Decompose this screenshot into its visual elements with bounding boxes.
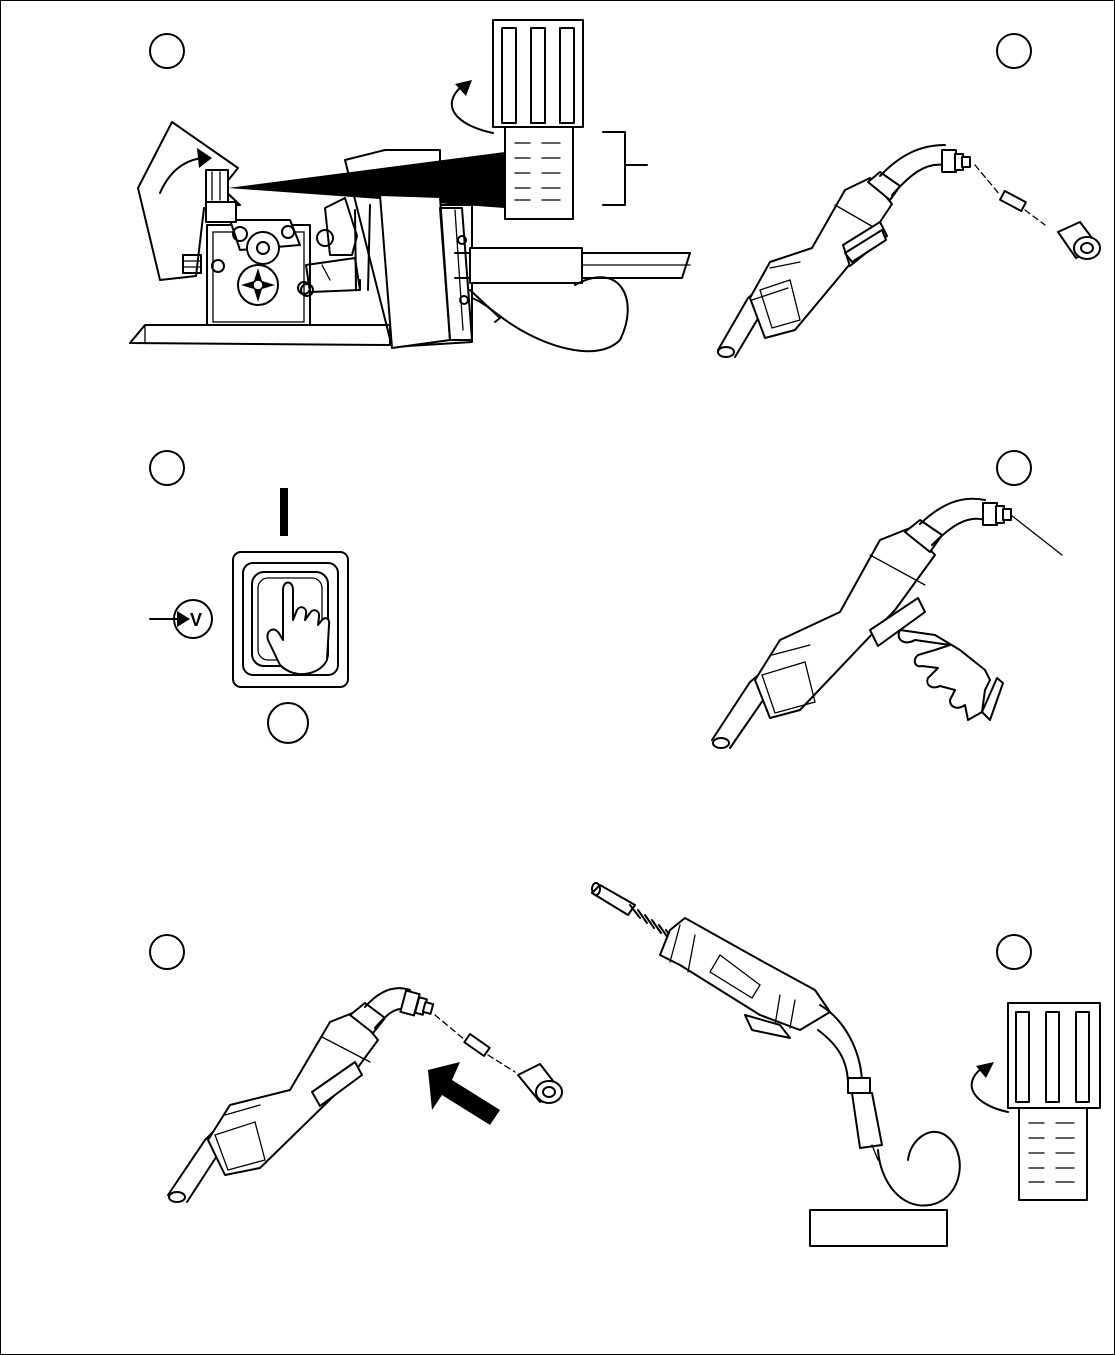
- pointing-hand-trigger-icon: [897, 629, 1004, 721]
- step-marker-4: [996, 450, 1032, 486]
- mig-gun-cable-icon: [591, 882, 961, 1207]
- step-marker-3: [149, 450, 185, 486]
- tension-knob-icon[interactable]: [205, 169, 237, 223]
- cable-tag: [809, 1209, 948, 1247]
- direction-arrow-icon: [428, 1062, 500, 1125]
- svg-text:V: V: [190, 610, 202, 630]
- pointing-hand-icon: [266, 581, 331, 675]
- step-marker-1: [149, 33, 185, 69]
- mig-gun-icon: [717, 144, 971, 358]
- step-marker-2: [996, 33, 1032, 69]
- contact-tip-icon: [974, 164, 1046, 226]
- wire-feed-drive-illustration: [129, 121, 691, 353]
- mig-gun-trigger-icon: [711, 497, 1063, 749]
- nozzle-icon: [1057, 221, 1101, 260]
- voltage-sense-icon: V: [149, 599, 213, 639]
- step-marker-5: [149, 934, 185, 970]
- mig-gun-reassembly-icon: [167, 987, 563, 1203]
- step-marker-6: [996, 934, 1032, 970]
- tension-knob-detail-2-icon: [970, 1002, 1101, 1201]
- tension-knob-detail-icon: [450, 19, 648, 220]
- svg-text:I: I: [288, 509, 289, 511]
